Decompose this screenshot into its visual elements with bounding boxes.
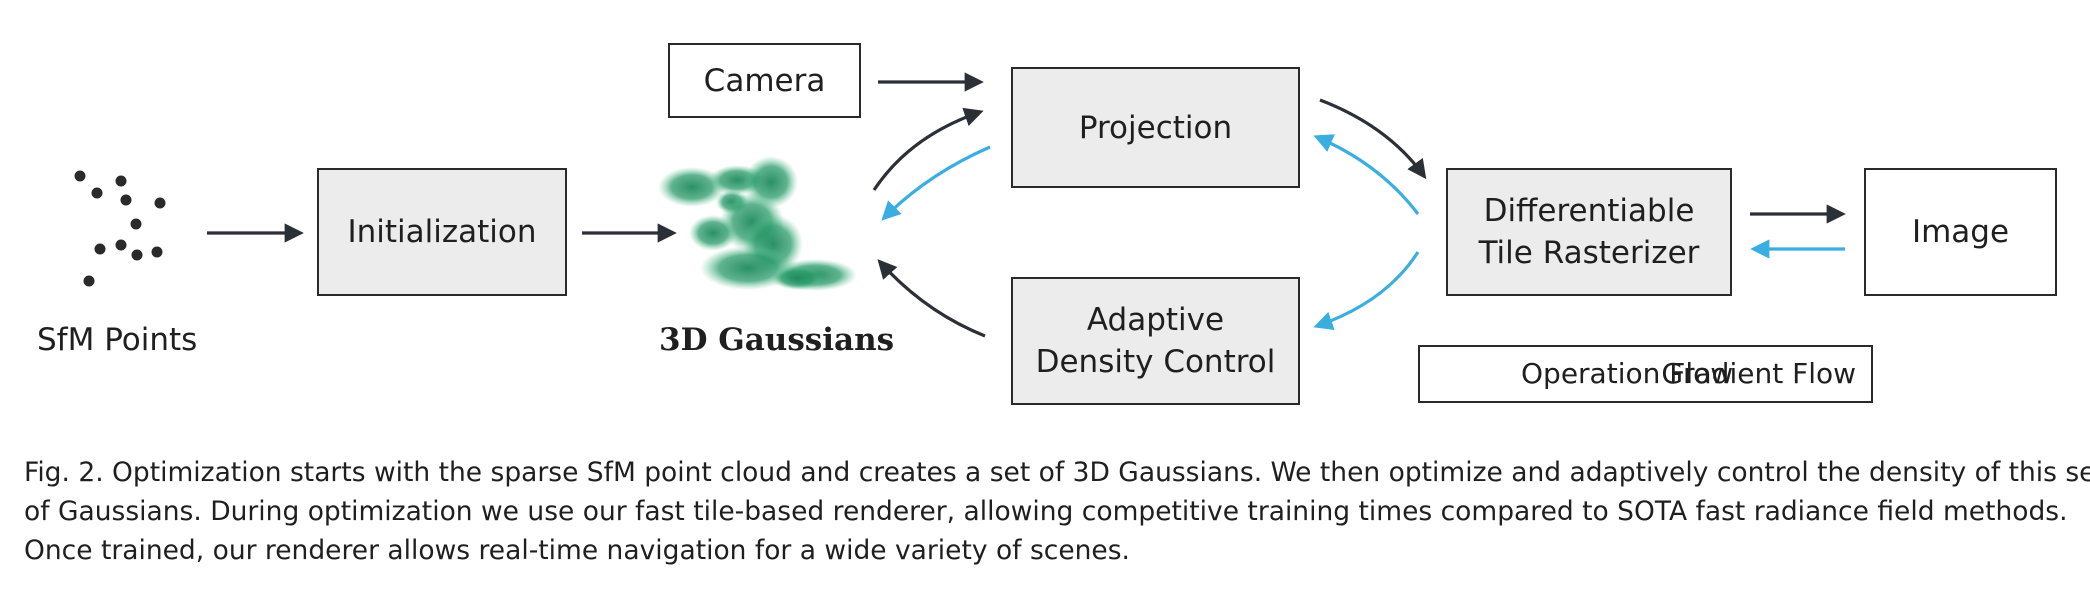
camera-label: Camera — [703, 62, 826, 99]
arrow-rasterizer-to-projection-gradient — [1313, 134, 1420, 215]
image-label: Image — [1911, 214, 2010, 250]
image-box: Image — [1864, 168, 2057, 296]
caption-line-3: Once trained, our renderer allows real-t… — [24, 535, 1130, 566]
arrow-rasterizer-to-adaptive-gradient — [1313, 251, 1420, 331]
sfm-points-label: SfM Points — [37, 322, 198, 358]
projection-box: Projection — [1011, 67, 1300, 188]
legend: Operation Flow Gradient Flow — [1418, 345, 1873, 403]
camera-box: Camera — [668, 43, 861, 118]
caption-line-1: Fig. 2. Optimization starts with the spa… — [24, 457, 2090, 488]
legend-gradient-label: Gradient Flow — [1661, 357, 1856, 390]
arrow-gaussians-to-projection — [872, 107, 984, 191]
rasterizer-label-line1: Differentiable — [1483, 193, 1695, 229]
sfm-point-cloud — [74, 170, 166, 287]
adaptive-density-control-box: Adaptive Density Control — [1011, 277, 1300, 405]
legend-operation-label: Operation Flow — [1521, 357, 1734, 390]
figure-caption: Fig. 2. Optimization starts with the spa… — [24, 453, 2090, 570]
rasterizer-box: Differentiable Tile Rasterizer — [1446, 168, 1732, 296]
adaptive-label-line1: Adaptive — [1086, 302, 1225, 338]
gaussian-cluster — [658, 156, 857, 291]
rasterizer-label-line2: Tile Rasterizer — [1478, 235, 1700, 271]
arrow-projection-to-gaussians-gradient — [881, 145, 991, 221]
operation-arrows — [207, 72, 1846, 387]
caption-line-2: of Gaussians. During optimization we use… — [24, 496, 2068, 527]
gaussians-label: 3D Gaussians — [659, 322, 895, 358]
initialization-box: Initialization — [317, 168, 567, 296]
arrow-adaptive-to-gaussians — [877, 259, 986, 338]
arrow-projection-to-rasterizer — [1319, 98, 1427, 180]
initialization-label: Initialization — [347, 214, 537, 250]
pipeline-diagram: SfM Points Initialization 3D Gaussians C… — [37, 43, 2057, 405]
diagram-graphics — [74, 72, 1846, 387]
adaptive-label-line2: Density Control — [1035, 344, 1276, 380]
projection-label: Projection — [1078, 109, 1233, 146]
